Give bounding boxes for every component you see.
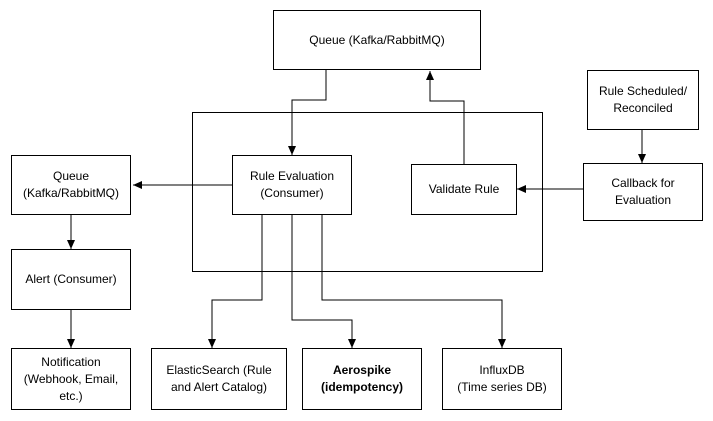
alert-label: Alert (Consumer): [25, 272, 117, 286]
evaluation-group-container: [192, 112, 543, 272]
rule-evaluation-label: Rule Evaluation (Consumer): [249, 169, 335, 200]
validate-rule-node: Validate Rule: [411, 164, 517, 215]
influxdb-label: InfluxDB (Time series DB): [457, 363, 547, 394]
aerospike-node: Aerospike (idempotency): [302, 348, 422, 410]
queue-left-label: Queue (Kafka/RabbitMQ): [22, 169, 120, 200]
queue-left-node: Queue (Kafka/RabbitMQ): [11, 155, 131, 215]
rule-evaluation-node: Rule Evaluation (Consumer): [232, 155, 352, 215]
callback-label: Callback for Evaluation: [611, 176, 675, 207]
queue-top-label: Queue (Kafka/RabbitMQ): [309, 32, 445, 47]
queue-top-node: Queue (Kafka/RabbitMQ): [273, 10, 481, 70]
edge-rule-evaluation-to-influxdb: [321, 215, 506, 348]
validate-rule-label: Validate Rule: [428, 182, 500, 196]
elasticsearch-label: ElasticSearch (Rule and Alert Catalog): [166, 363, 272, 394]
callback-node: Callback for Evaluation: [583, 163, 703, 221]
notification-node: Notification (Webhook, Email, etc.): [11, 348, 131, 410]
edge-validate-rule-to-queue: [426, 71, 465, 164]
alert-node: Alert (Consumer): [11, 249, 131, 310]
edge-queue-to-rule-evaluation: [288, 70, 327, 155]
edge-rule-evaluation-to-aerospike: [291, 215, 356, 348]
influxdb-node: InfluxDB (Time series DB): [442, 348, 562, 410]
rule-scheduled-label: Rule Scheduled/ Reconciled: [598, 84, 688, 115]
rule-scheduled-node: Rule Scheduled/ Reconciled: [587, 70, 699, 130]
notification-label: Notification (Webhook, Email, etc.): [23, 354, 119, 403]
aerospike-label: Aerospike (idempotency): [320, 363, 403, 394]
elasticsearch-node: ElasticSearch (Rule and Alert Catalog): [151, 348, 287, 410]
edge-rule-evaluation-to-elasticsearch: [208, 215, 263, 348]
